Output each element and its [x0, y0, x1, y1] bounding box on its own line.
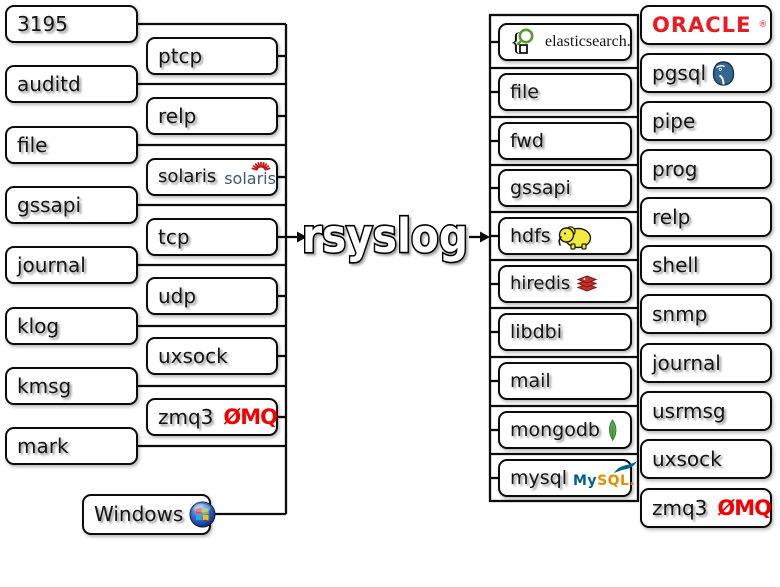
listener-box-udp: udp [146, 277, 278, 315]
target-box-label-zmq3: zmq3 [652, 496, 708, 520]
target-box-shell: shell [640, 245, 772, 285]
output-box-hdfs: hdfs [498, 217, 632, 255]
input-box-auditd: auditd [5, 65, 138, 103]
output-box-label-gssapi: gssapi [510, 176, 571, 199]
listener-box-solaris: solaris solaris [146, 158, 278, 196]
output-box-fwd: fwd [498, 122, 632, 160]
listener-box-label-relp: relp [158, 104, 197, 128]
output-box-hiredis: hiredis [498, 265, 632, 303]
mysql-dolphin-icon [614, 461, 638, 473]
output-box-elasticsearch: { elasticsearch. [498, 23, 632, 61]
output-box-libdbi: libdbi [498, 313, 632, 351]
input-box-label-gssapi: gssapi [17, 193, 82, 217]
listener-box-relp: relp [146, 97, 278, 135]
target-box-label-pgsql: pgsql [652, 61, 707, 85]
zeromq-wordmark: ØMQ [717, 495, 772, 520]
listener-box-uxsock: uxsock [146, 337, 278, 375]
target-box-prog: prog [640, 149, 772, 189]
input-box-label-windows: Windows [94, 502, 184, 526]
zeromq-logo: ØMQ [219, 404, 278, 429]
target-box-label-journal: journal [652, 351, 721, 375]
listener-box-label-uxsock: uxsock [158, 344, 228, 368]
hadoop-elephant-icon [557, 223, 592, 250]
solaris-logo: solaris [224, 161, 276, 188]
target-box-snmp: snmp [640, 294, 772, 334]
solaris-rays-icon [251, 161, 271, 171]
input-box-3195: 3195 [5, 5, 138, 43]
target-box-label-oracle: ORACLE [652, 12, 752, 37]
output-box-label-mysql: mysql [510, 466, 567, 489]
input-box-label-klog: klog [17, 314, 60, 338]
target-box-label-relp: relp [652, 205, 691, 229]
target-box-oracle: ORACLE ® [640, 5, 772, 45]
listener-box-tcp: tcp [146, 218, 278, 256]
solaris-wordmark: solaris [224, 169, 276, 188]
target-box-uxsock: uxsock [640, 439, 772, 479]
target-box-label-prog: prog [652, 157, 698, 181]
target-box-label-snmp: snmp [652, 302, 708, 326]
input-box-label-auditd: auditd [17, 72, 81, 96]
output-box-file: file [498, 73, 632, 111]
output-box-label-file: file [510, 80, 539, 103]
output-box-label-mongodb: mongodb [510, 418, 600, 441]
mysql-wordmark-sql: SQL. [597, 473, 636, 489]
listener-box-label-zmq3: zmq3 [158, 405, 214, 429]
input-box-file: file [5, 126, 138, 164]
output-box-gssapi: gssapi [498, 169, 632, 207]
target-box-journal: journal [640, 343, 772, 383]
target-box-usrmsg: usrmsg [640, 391, 772, 431]
input-box-label-mark: mark [17, 434, 69, 458]
listener-box-label-ptcp: ptcp [158, 44, 203, 68]
windows-logo-icon [189, 500, 216, 528]
output-box-label-hiredis: hiredis [510, 273, 571, 294]
listener-box-label-solaris: solaris [158, 166, 217, 187]
zeromq-wordmark: ØMQ [223, 404, 278, 429]
input-box-mark: mark [5, 427, 138, 465]
input-box-kmsg: kmsg [5, 367, 138, 405]
target-box-label-usrmsg: usrmsg [652, 399, 726, 423]
listener-box-ptcp: ptcp [146, 37, 278, 75]
target-box-zmq3: zmq3 ØMQ [640, 488, 772, 528]
target-box-pipe: pipe [640, 101, 772, 141]
output-box-mail: mail [498, 362, 632, 400]
target-box-relp: relp [640, 197, 772, 237]
listener-box-zmq3: zmq3 ØMQ [146, 398, 278, 436]
output-box-label-elasticsearch: elasticsearch. [545, 33, 631, 50]
rsyslog-title: rsyslog [300, 207, 469, 264]
input-box-label-file: file [17, 133, 48, 157]
listener-box-label-tcp: tcp [158, 225, 190, 249]
elasticsearch-logo-icon: { [510, 27, 537, 58]
postgresql-elephant-icon [712, 60, 735, 86]
rsyslog-title-text: rsyslog [302, 209, 468, 263]
input-box-label-kmsg: kmsg [17, 374, 72, 398]
redis-logo-icon [576, 274, 598, 294]
input-box-label-3195: 3195 [17, 12, 68, 36]
output-box-label-hdfs: hdfs [510, 224, 551, 247]
output-box-mongodb: mongodb [498, 411, 632, 449]
zeromq-logo: ØMQ [713, 495, 772, 520]
target-box-label-shell: shell [652, 253, 699, 277]
output-box-label-mail: mail [510, 369, 551, 392]
listener-box-label-udp: udp [158, 284, 197, 308]
input-box-label-journal: journal [17, 253, 86, 277]
input-box-journal: journal [5, 246, 138, 284]
mongodb-leaf-icon [606, 418, 619, 442]
target-box-label-pipe: pipe [652, 109, 696, 133]
mysql-wordmark-my: My [573, 473, 598, 489]
target-box-pgsql: pgsql [640, 53, 772, 93]
input-box-klog: klog [5, 307, 138, 345]
output-box-label-fwd: fwd [510, 129, 544, 152]
oracle-registered-mark: ® [758, 19, 768, 30]
output-box-label-libdbi: libdbi [510, 320, 563, 343]
target-box-label-uxsock: uxsock [652, 447, 722, 471]
input-box-windows: Windows [82, 493, 216, 535]
input-box-gssapi: gssapi [5, 186, 138, 224]
